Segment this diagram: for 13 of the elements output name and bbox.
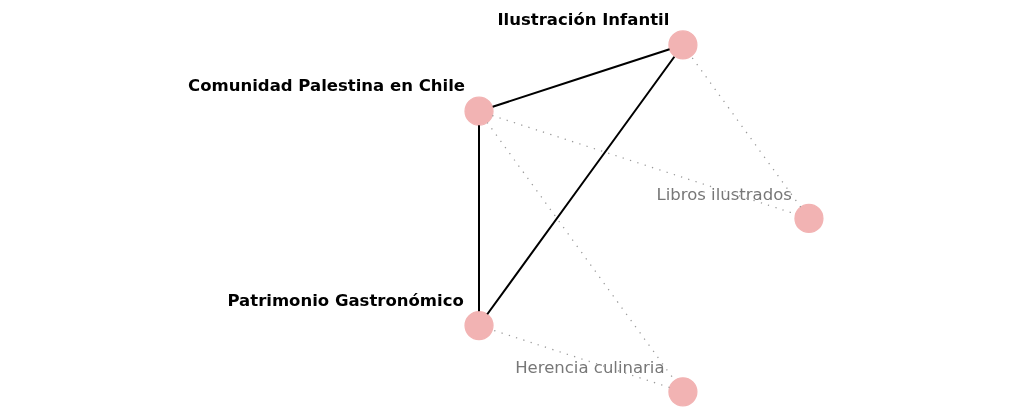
node-circle <box>793 203 824 233</box>
node-label: Patrimonio Gastronómico <box>226 290 464 310</box>
node-circle <box>667 377 698 407</box>
connector <box>477 125 480 312</box>
connector <box>485 56 675 315</box>
node-label: Ilustración Infantil <box>496 10 669 30</box>
node-label: Herencia culinaria <box>514 358 665 378</box>
node-circle <box>463 311 494 341</box>
node-circle <box>463 96 494 126</box>
node-label: Libros ilustrados <box>655 184 792 204</box>
connector <box>491 48 670 108</box>
node-circle <box>667 30 698 60</box>
node-label: Comunidad Palestina en Chile <box>187 76 465 96</box>
